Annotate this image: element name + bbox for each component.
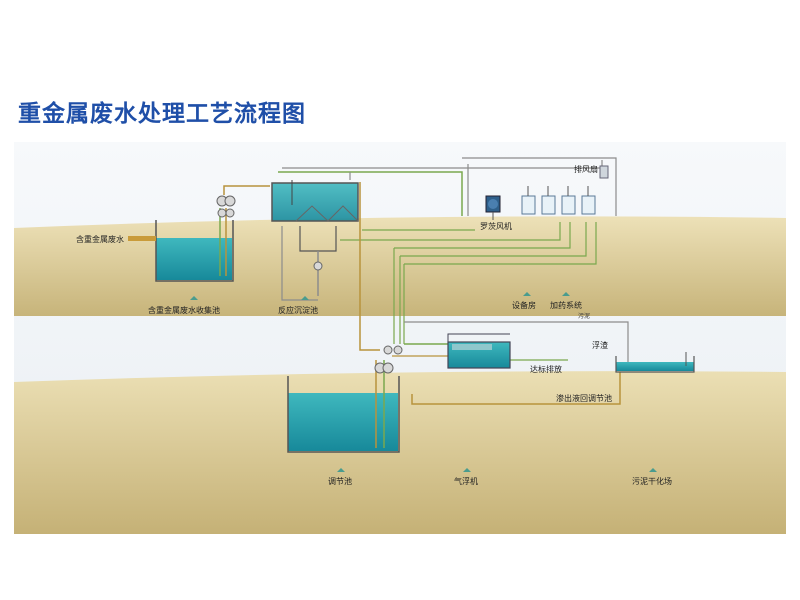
roots-blower-label: 罗茨风机 — [480, 221, 512, 231]
roots-blower — [485, 195, 501, 220]
inlet-pipe — [128, 236, 156, 241]
seepage-return-label: 渗出液回调节池 — [556, 393, 612, 403]
page-title: 重金属废水处理工艺流程图 — [18, 101, 306, 127]
process-pipes-lower — [392, 321, 629, 405]
air-flotation-unit — [447, 333, 511, 369]
equipment-room-frame — [462, 157, 617, 216]
equipment-room-label: 设备房 — [512, 300, 536, 310]
exhaust-fan-label: 排风扇 — [574, 164, 598, 174]
regulating-tank — [287, 376, 400, 453]
reaction-tank-label: 反应沉淀池 — [278, 305, 318, 315]
sludge-pipe-label: 污泥 — [578, 312, 590, 320]
inlet-label: 含重金属废水 — [76, 234, 124, 244]
sludge-yard-label: 污泥干化场 — [632, 476, 672, 486]
discharge-label: 达标排放 — [530, 364, 562, 374]
collection-tank-label: 含重金属废水收集池 — [148, 305, 220, 315]
sludge-drying-bed — [615, 352, 695, 373]
process-pipes-upper — [278, 160, 603, 344]
dosing-tanks — [521, 186, 596, 215]
lift-pumps — [216, 185, 270, 276]
lower-ground — [14, 371, 786, 534]
air-flotation-label: 气浮机 — [454, 476, 478, 486]
reaction-tank — [271, 180, 359, 296]
ground-markers — [190, 292, 657, 472]
scum-label: 浮渣 — [592, 340, 608, 350]
dosing-system-label: 加药系统 — [550, 300, 582, 310]
regulating-tank-label: 调节池 — [328, 476, 352, 486]
exhaust-fan — [599, 165, 609, 179]
regulating-tank-pumps — [359, 340, 403, 448]
